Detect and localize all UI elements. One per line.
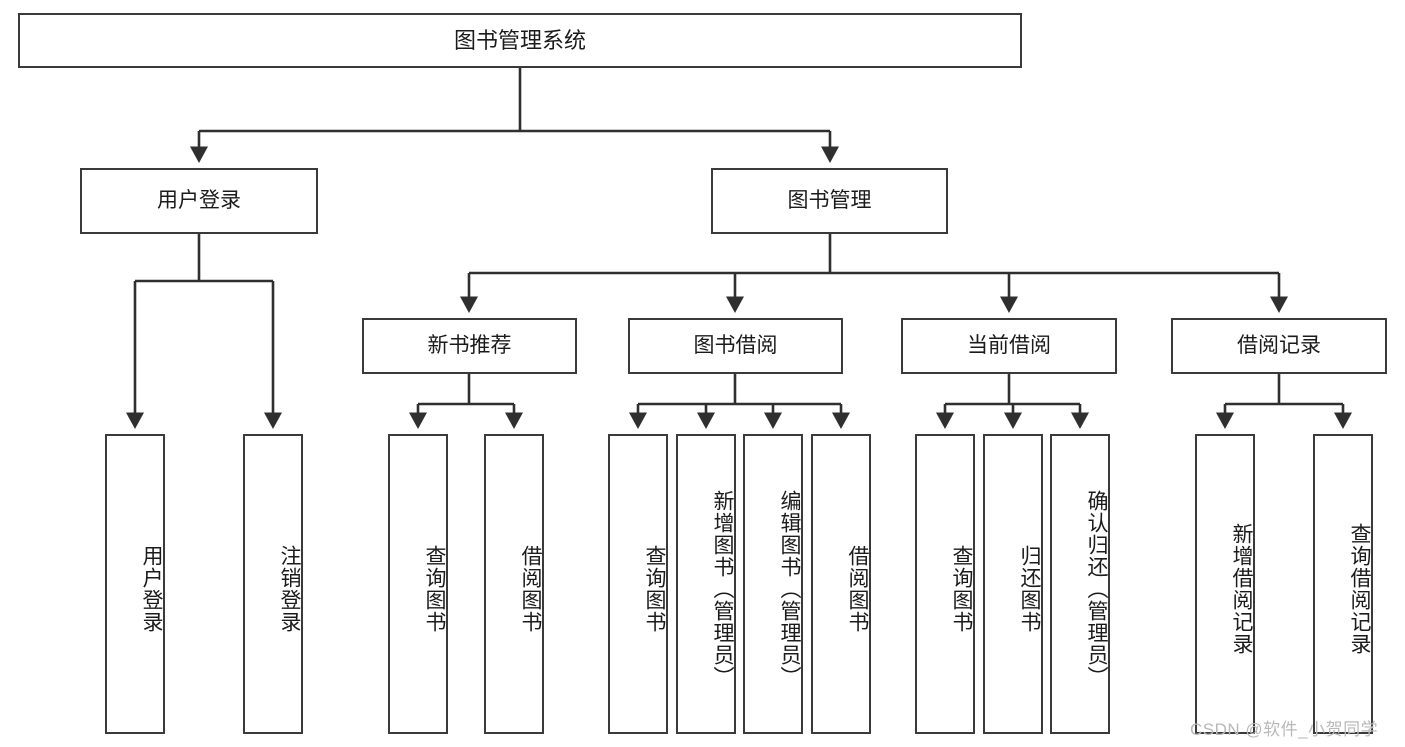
node-root-label: 图书管理系统 [453, 27, 586, 53]
node-leaf-query-book-1[interactable]: 查询图书 [388, 434, 448, 734]
node-leaf-add-book-label: 新增图书（管理员） [711, 490, 734, 688]
node-leaf-user-login-label: 用户登录 [140, 545, 163, 633]
node-current-borrow[interactable]: 当前借阅 [901, 318, 1117, 374]
node-leaf-edit-book[interactable]: 编辑图书（管理员） [743, 434, 803, 734]
node-leaf-borrow-book-2-label: 借阅图书 [846, 545, 869, 633]
node-leaf-add-record[interactable]: 新增借阅记录 [1195, 434, 1255, 734]
node-book-manage[interactable]: 图书管理 [711, 168, 948, 234]
node-leaf-borrow-book-2[interactable]: 借阅图书 [811, 434, 871, 734]
node-leaf-add-book[interactable]: 新增图书（管理员） [676, 434, 736, 734]
node-leaf-query-book-2-label: 查询图书 [643, 545, 666, 633]
node-leaf-borrow-book-1[interactable]: 借阅图书 [484, 434, 544, 734]
node-leaf-confirm-return[interactable]: 确认归还（管理员） [1050, 434, 1110, 734]
node-leaf-user-logout[interactable]: 注销登录 [243, 434, 303, 734]
node-leaf-confirm-return-label: 确认归还（管理员） [1085, 490, 1108, 688]
node-root[interactable]: 图书管理系统 [18, 13, 1022, 68]
node-leaf-add-record-label: 新增借阅记录 [1230, 523, 1253, 655]
node-leaf-borrow-book-1-label: 借阅图书 [519, 545, 542, 633]
node-borrow-record-label: 借阅记录 [1237, 333, 1321, 357]
node-book-manage-label: 图书管理 [787, 188, 872, 212]
csdn-watermark: CSDN @软件_小贺同学 [1190, 720, 1379, 739]
node-leaf-query-book-2[interactable]: 查询图书 [608, 434, 668, 734]
node-leaf-return-book-label: 归还图书 [1018, 545, 1041, 633]
node-leaf-query-book-3[interactable]: 查询图书 [915, 434, 975, 734]
node-leaf-query-record-label: 查询借阅记录 [1348, 523, 1371, 655]
node-user-login[interactable]: 用户登录 [80, 168, 318, 234]
node-borrow-record[interactable]: 借阅记录 [1171, 318, 1387, 374]
node-new-book-recommend-label: 新书推荐 [427, 333, 512, 357]
node-leaf-query-book-3-label: 查询图书 [950, 545, 973, 633]
node-leaf-edit-book-label: 编辑图书（管理员） [778, 490, 801, 688]
node-user-login-label: 用户登录 [157, 188, 241, 212]
node-leaf-return-book[interactable]: 归还图书 [983, 434, 1043, 734]
node-leaf-user-logout-label: 注销登录 [278, 545, 301, 633]
node-new-book-recommend[interactable]: 新书推荐 [362, 318, 577, 374]
node-current-borrow-label: 当前借阅 [967, 333, 1051, 357]
node-leaf-query-book-1-label: 查询图书 [423, 545, 446, 633]
node-book-borrow[interactable]: 图书借阅 [628, 318, 843, 374]
node-book-borrow-label: 图书借阅 [693, 333, 778, 357]
node-leaf-query-record[interactable]: 查询借阅记录 [1313, 434, 1373, 734]
node-leaf-user-login[interactable]: 用户登录 [105, 434, 165, 734]
